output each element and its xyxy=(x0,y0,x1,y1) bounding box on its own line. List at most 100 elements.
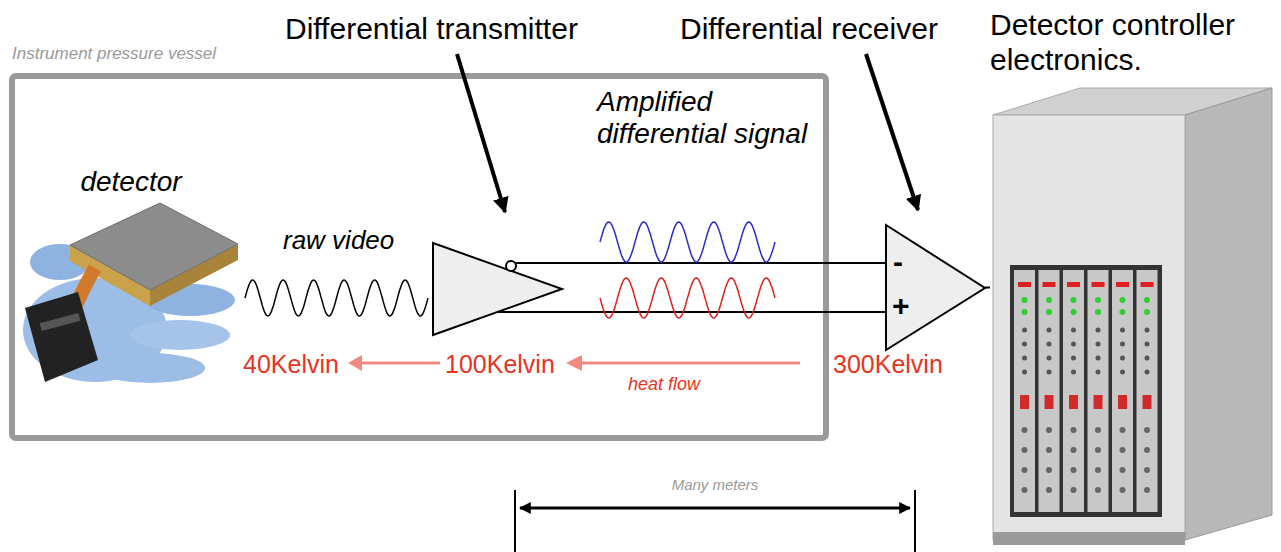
led-green xyxy=(1071,309,1077,315)
connector-jack xyxy=(1095,427,1101,433)
connector-jack xyxy=(1022,467,1028,473)
led-green xyxy=(1144,309,1150,315)
detector-photo: detector xyxy=(20,166,242,388)
connector-jack xyxy=(1095,467,1101,473)
cabinet-side xyxy=(1185,88,1272,540)
part-name: Differential receiver xyxy=(680,12,938,47)
cabinet-front xyxy=(993,115,1185,540)
signal-wire xyxy=(497,311,886,313)
led-green xyxy=(1144,297,1150,303)
led-red xyxy=(1018,282,1031,287)
inverted-wave xyxy=(600,222,775,262)
knob xyxy=(1071,342,1076,347)
leader-arrow xyxy=(866,54,918,210)
detector-label: detector xyxy=(80,166,181,198)
dimension-extension xyxy=(914,490,916,552)
led-green xyxy=(1046,309,1052,315)
connector-jack xyxy=(1071,467,1077,473)
glove-finger xyxy=(95,353,205,383)
cabinet-base xyxy=(993,532,1185,545)
knob xyxy=(1096,342,1101,347)
card xyxy=(1014,270,1035,512)
knob xyxy=(1120,342,1125,347)
dimension-extension xyxy=(514,490,516,552)
leader-arrow xyxy=(457,54,505,212)
led-green xyxy=(1022,297,1028,303)
knob xyxy=(1096,356,1101,361)
signal-wire xyxy=(516,262,886,264)
temperature: 300Kelvin xyxy=(833,350,943,379)
inverting-bubble xyxy=(506,261,516,271)
heat-arrow xyxy=(362,362,440,365)
transmitter-symbol xyxy=(433,243,562,335)
knob xyxy=(1047,328,1052,333)
knob xyxy=(1047,342,1052,347)
glove-finger xyxy=(130,320,230,350)
knob xyxy=(1047,370,1052,375)
heat-flow-note: heat flow xyxy=(628,374,700,395)
connector-jack xyxy=(1071,487,1077,493)
knob xyxy=(1022,356,1027,361)
knob xyxy=(1145,328,1150,333)
knob xyxy=(1145,342,1150,347)
switch xyxy=(1069,395,1078,409)
connector-jack xyxy=(1071,447,1077,453)
connector-jack xyxy=(1046,467,1052,473)
led-red xyxy=(1092,282,1105,287)
connector-jack xyxy=(1046,447,1052,453)
connector-jack xyxy=(1095,447,1101,453)
card xyxy=(1063,270,1084,512)
switch xyxy=(1094,395,1103,409)
led-green xyxy=(1095,297,1101,303)
connector-jack xyxy=(1144,467,1150,473)
heat-arrowhead xyxy=(348,355,362,371)
signal-name: Amplified differential signal xyxy=(597,86,829,150)
card xyxy=(1088,270,1109,512)
led-red xyxy=(1141,282,1154,287)
switch xyxy=(1020,395,1029,409)
card xyxy=(1112,270,1133,512)
knob xyxy=(1096,370,1101,375)
heat-arrow xyxy=(580,362,800,365)
connector-jack xyxy=(1120,427,1126,433)
connector-jack xyxy=(1071,427,1077,433)
connector xyxy=(25,292,98,382)
switch xyxy=(1143,395,1152,409)
heat-arrowhead xyxy=(566,355,582,371)
output-wire xyxy=(985,287,990,289)
differential-receiver: -+ xyxy=(886,225,985,350)
card-cage xyxy=(1010,265,1162,517)
temperature: 40Kelvin xyxy=(243,350,339,379)
led-green xyxy=(1046,297,1052,303)
detector-photo-art xyxy=(23,203,238,383)
connector-jack xyxy=(1144,447,1150,453)
knob xyxy=(1022,328,1027,333)
connector-jack xyxy=(1120,447,1126,453)
knob xyxy=(1022,342,1027,347)
connector-jack xyxy=(1022,427,1028,433)
led-green xyxy=(1120,297,1126,303)
input-sign: + xyxy=(892,289,910,324)
connector-jack xyxy=(1144,427,1150,433)
knob xyxy=(1145,356,1150,361)
dimension: Many meters xyxy=(672,476,759,493)
input-sign: - xyxy=(893,245,903,280)
knob xyxy=(1145,370,1150,375)
led-red xyxy=(1116,282,1129,287)
switch xyxy=(1118,395,1127,409)
knob xyxy=(1071,370,1076,375)
noninverted-wave xyxy=(600,278,775,318)
knob xyxy=(1071,328,1076,333)
controller-photo-art xyxy=(993,88,1272,545)
connector-jack xyxy=(1046,487,1052,493)
raw-video-wave xyxy=(245,280,428,316)
card xyxy=(1137,270,1158,512)
knob xyxy=(1120,328,1125,333)
connector-jack xyxy=(1022,447,1028,453)
knob xyxy=(1120,370,1125,375)
controller-label: Detector controller electronics. xyxy=(990,8,1275,77)
connector-jack xyxy=(1022,487,1028,493)
connector-jack xyxy=(1120,467,1126,473)
